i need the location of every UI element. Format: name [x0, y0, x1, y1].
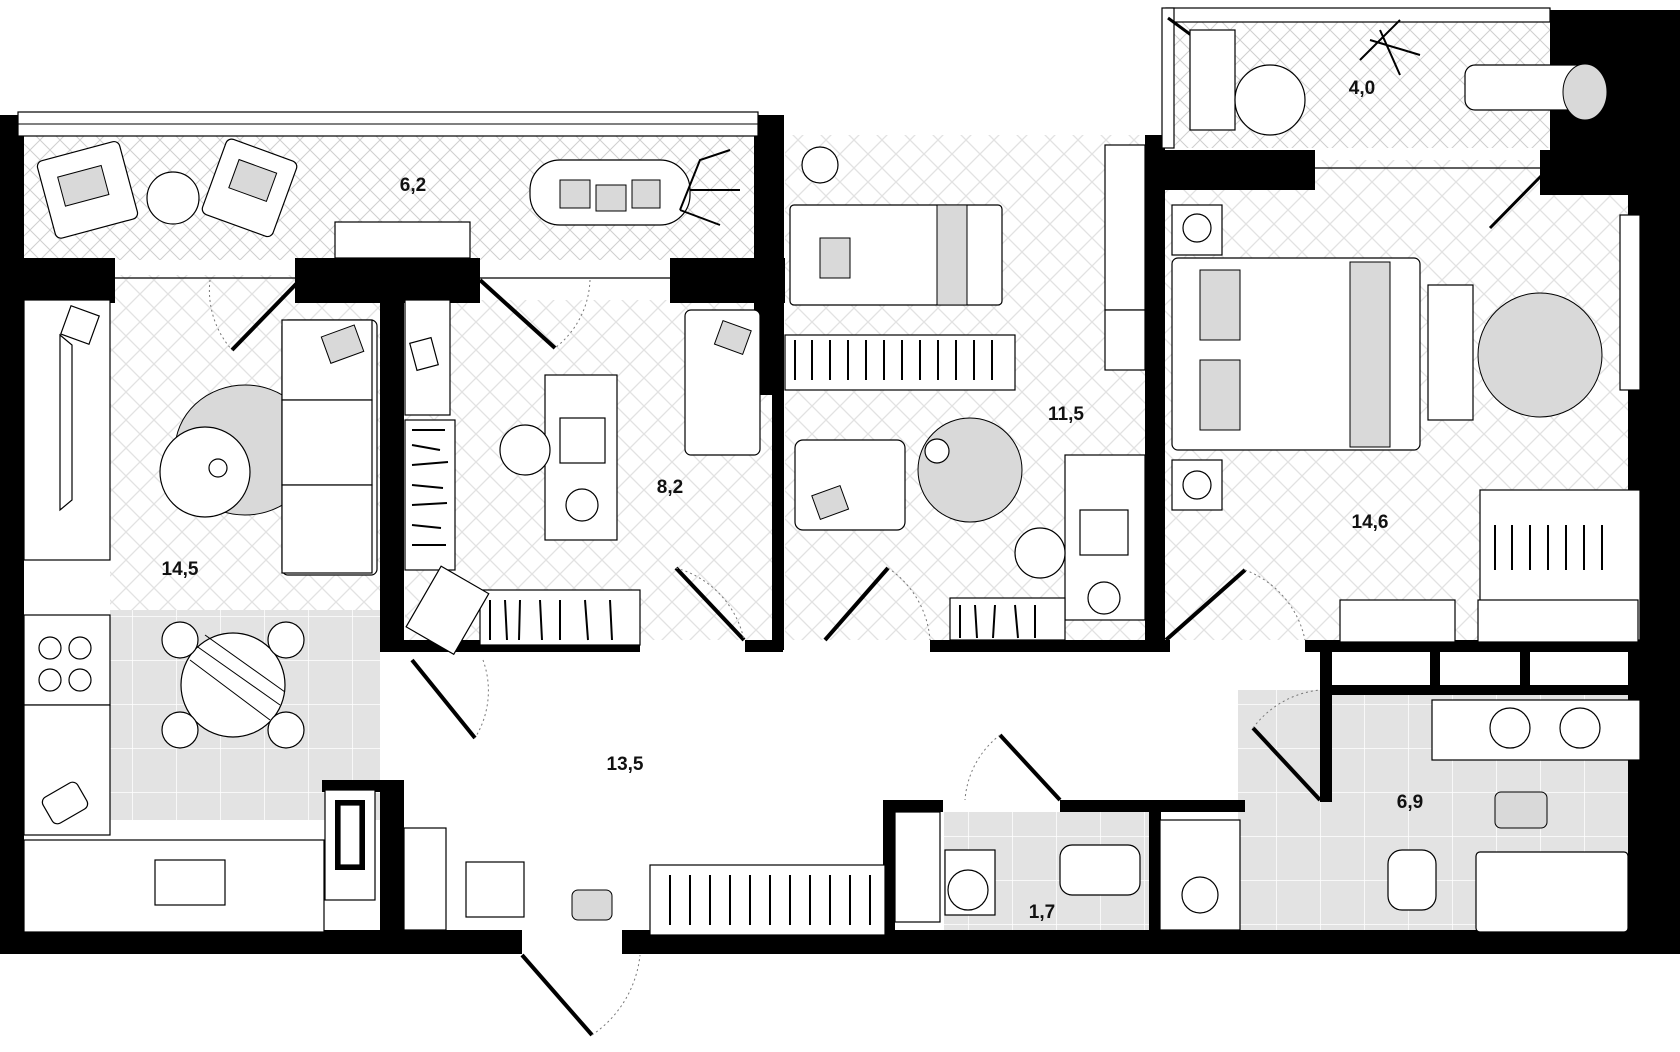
area-bathroom: 6,9 — [1397, 792, 1423, 813]
study-furniture — [404, 299, 761, 656]
area-master-bedroom: 14,6 — [1352, 512, 1389, 533]
hallway-furniture — [403, 827, 886, 936]
area-study: 8,2 — [657, 477, 683, 498]
wc-furniture — [894, 811, 1141, 923]
area-kids-bedroom: 11,5 — [1048, 404, 1084, 425]
loggia-living-furniture — [36, 138, 740, 259]
area-labels: 6,2 4,0 14,5 8,2 11,5 14,6 13,5 1,7 6,9 — [162, 78, 1424, 923]
bathroom-furniture — [1159, 699, 1641, 933]
loggia-bedroom-furniture — [1189, 19, 1608, 136]
area-kitchen-living: 14,5 — [162, 559, 199, 580]
kids-bedroom-furniture — [784, 144, 1146, 641]
kitchen-living-furniture — [23, 299, 378, 933]
master-bedroom-furniture — [1171, 204, 1641, 643]
area-loggia-living: 6,2 — [400, 175, 426, 196]
windows — [17, 7, 1551, 279]
area-hallway: 13,5 — [607, 754, 644, 775]
area-loggia-bedroom: 4,0 — [1349, 78, 1375, 99]
doors — [208, 16, 1547, 1037]
area-wc: 1,7 — [1029, 902, 1055, 923]
walls — [0, 10, 1680, 954]
